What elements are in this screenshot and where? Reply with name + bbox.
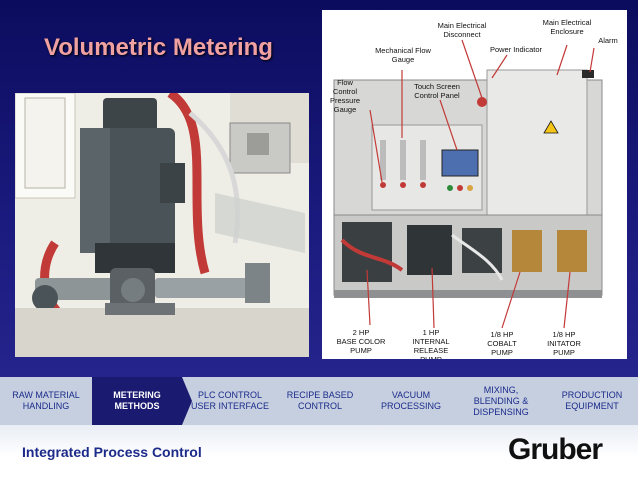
- tab-plc-control-user-interface[interactable]: PLC CONTROL USER INTERFACE: [190, 390, 269, 411]
- label-cobalt-pump: 1/8 HP COBALT PUMP: [487, 330, 517, 357]
- tab-recipe-based-control[interactable]: RECIPE BASED CONTROL: [286, 390, 354, 411]
- footer: Integrated Process Control: [0, 425, 638, 478]
- tab-metering-methods[interactable]: METERING METHODS: [92, 377, 182, 425]
- tab-mixing-blending-dispensing[interactable]: MIXING, BLENDING & DISPENSING: [473, 384, 529, 417]
- label-power-indicator: Power Indicator: [489, 45, 543, 54]
- label-flow-control-pressure-gauge: Flow Control Pressure Gauge: [329, 78, 360, 114]
- label-main-electrical-enclosure: Main Electrical Enclosure: [542, 18, 592, 36]
- tab-vacuum-processing[interactable]: VACUUM PROCESSING: [380, 390, 441, 411]
- label-base-color-pump: 2 HP BASE COLOR PUMP: [336, 328, 386, 355]
- tab-raw-material-handling[interactable]: RAW MATERIAL HANDLING: [12, 390, 80, 411]
- section-nav: RAW MATERIAL HANDLING METERING METHODS P…: [0, 377, 638, 425]
- label-initator-pump: 1/8 HP INITATOR PUMP: [547, 330, 581, 357]
- label-internal-release-pump: 1 HP INTERNAL RELEASE PUMP: [412, 328, 450, 359]
- metering-cabinet-diagram: Main Electrical Disconnect Main Electric…: [322, 10, 627, 359]
- pump-motor-photo: [15, 93, 309, 357]
- label-main-electrical-disconnect: Main Electrical Disconnect: [437, 21, 487, 39]
- slide-title: Volumetric Metering: [44, 34, 273, 61]
- tab-production-equipment[interactable]: PRODUCTION EQUIPMENT: [561, 390, 623, 411]
- label-alarm: Alarm: [598, 36, 618, 45]
- label-touch-screen-control-panel: Touch Screen Control Panel: [414, 82, 460, 100]
- footer-text: Integrated Process Control: [22, 444, 202, 460]
- gruber-logo: Gruber: [508, 433, 603, 466]
- active-tab-arrow: [182, 377, 192, 425]
- label-mechanical-flow-gauge: Mechanical Flow Gauge: [375, 46, 431, 64]
